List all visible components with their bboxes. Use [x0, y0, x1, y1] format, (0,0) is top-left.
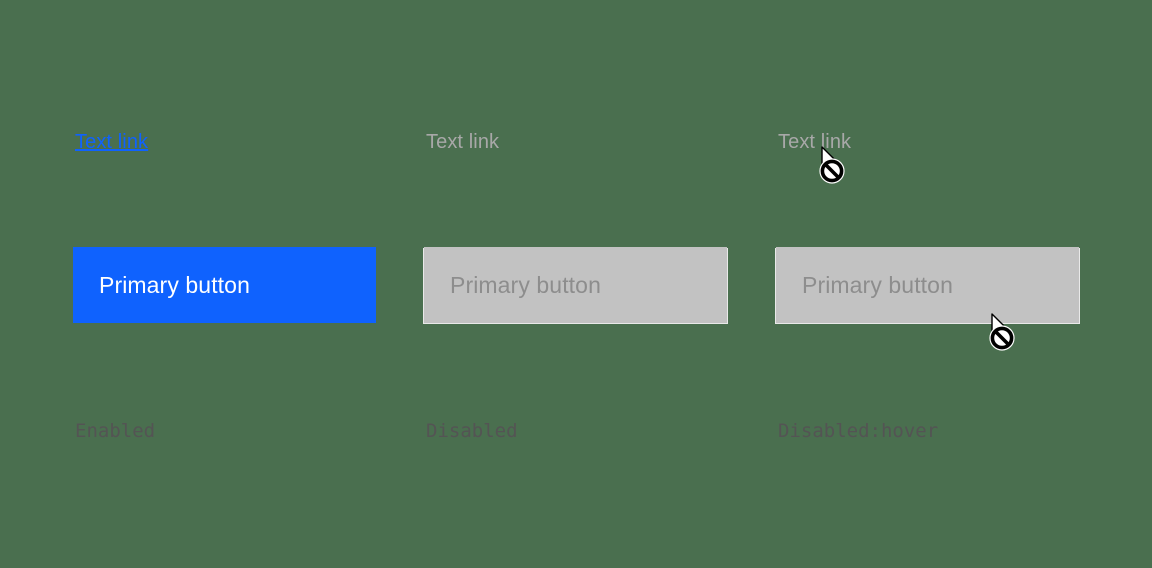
- state-column-enabled: Text link Primary button Enabled: [73, 0, 376, 568]
- primary-button-disabled: Primary button: [424, 247, 727, 323]
- primary-button-enabled[interactable]: Primary button: [73, 247, 376, 323]
- text-link-disabled-hover: Text link: [778, 131, 852, 153]
- text-link-enabled[interactable]: Text link: [75, 131, 149, 153]
- state-caption-disabled-hover: Disabled:hover: [778, 420, 939, 442]
- state-caption-enabled: Enabled: [75, 420, 156, 442]
- text-link-disabled: Text link: [426, 131, 500, 153]
- state-column-disabled-hover: Text link Primary button Disabled:hover: [776, 0, 1079, 568]
- state-caption-disabled: Disabled: [426, 420, 518, 442]
- state-column-disabled: Text link Primary button Disabled: [424, 0, 727, 568]
- primary-button-disabled-hover: Primary button: [776, 247, 1079, 323]
